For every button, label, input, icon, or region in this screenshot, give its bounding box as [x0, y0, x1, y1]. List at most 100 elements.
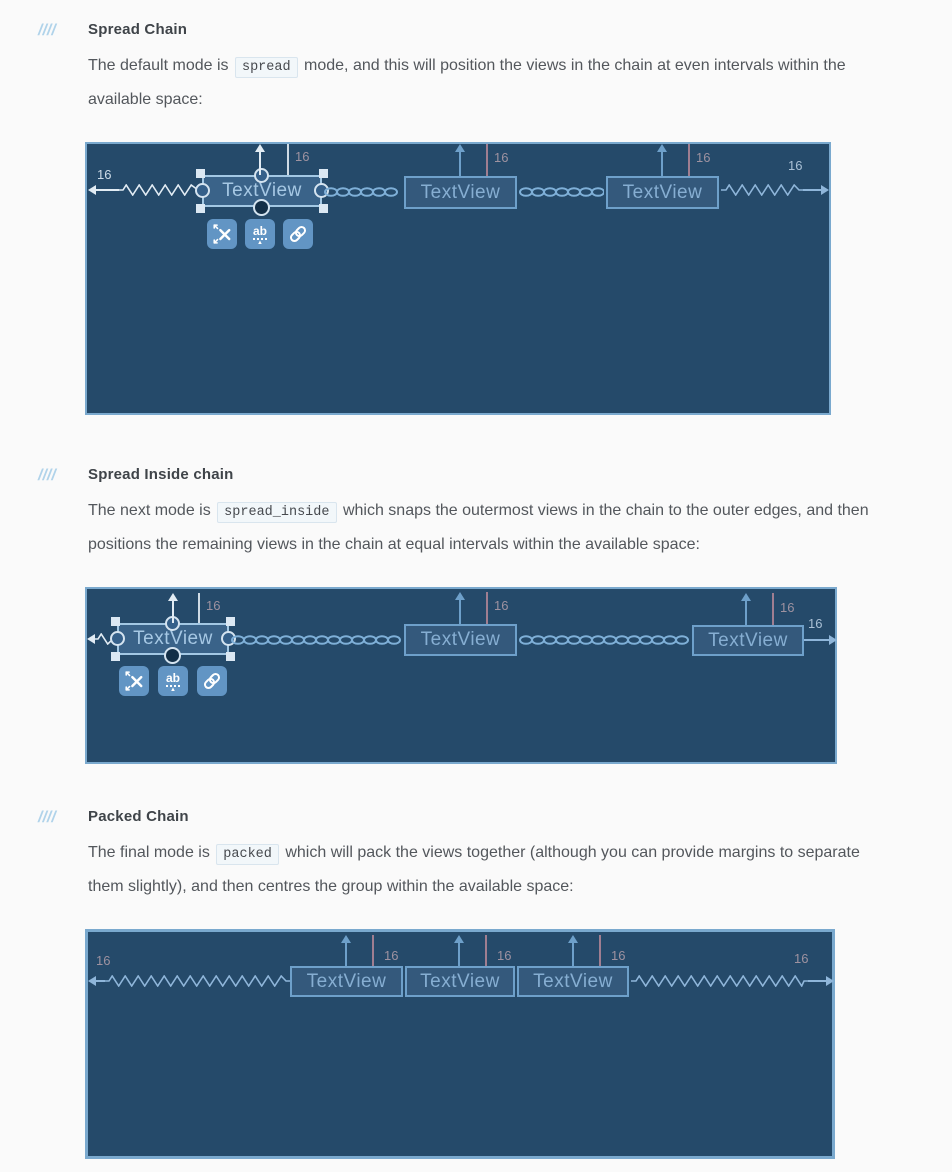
margin-label: 16 — [384, 948, 399, 963]
constraint-arrow-up-icon — [454, 935, 464, 966]
constraint-anchor — [254, 168, 269, 183]
textview-label: TextView — [420, 181, 501, 203]
textview-widget: TextView — [517, 966, 629, 997]
margin-label: 16 — [696, 150, 711, 165]
margin-label: 16 — [494, 598, 509, 613]
spring-graphic — [104, 975, 290, 987]
selection-handle — [319, 204, 328, 213]
constraint-arrow-right-icon — [826, 976, 834, 986]
layout-editor-screenshot-packed: 16 TextView TextView TextView 16 16 16 — [85, 929, 835, 1159]
constraint-arrow-up-icon — [657, 144, 667, 176]
margin-line — [485, 935, 487, 966]
inline-code: spread — [234, 57, 298, 78]
constraint-anchor — [164, 647, 181, 664]
caret-up-icon: ▲ — [257, 240, 263, 246]
textview-label: TextView — [708, 629, 788, 651]
chain-link-graphic — [231, 633, 402, 645]
para-text: The final mode is — [88, 844, 215, 861]
constraint-arrow-left-icon — [87, 634, 95, 644]
textview-label: TextView — [222, 180, 302, 201]
constraint-arrow-up-icon — [341, 935, 351, 966]
constraint-arrow-up-icon — [255, 144, 265, 175]
layout-editor-screenshot-spread: 16 TextView 16 TextView — [85, 142, 831, 415]
section-spread-inside-chain: //// Spread Inside chain The next mode i… — [0, 466, 952, 764]
selection-handle — [319, 169, 328, 178]
textview-widget: TextView — [404, 176, 517, 209]
clear-constraints-icon — [213, 224, 231, 244]
baseline-icon-text: ab — [165, 671, 180, 687]
textview-label: TextView — [306, 970, 387, 992]
chain-link-graphic — [519, 185, 605, 197]
section-heading-row: //// Packed Chain — [38, 808, 952, 828]
margin-line — [287, 144, 289, 175]
section-marker-icon: //// — [38, 809, 56, 826]
constraint-line — [95, 980, 105, 982]
inline-code: spread_inside — [217, 502, 337, 523]
constraint-arrow-right-icon — [829, 635, 837, 645]
section-spread-chain: //// Spread Chain The default mode is sp… — [0, 21, 952, 415]
textview-widget: TextView — [405, 966, 515, 997]
selection-handle — [111, 652, 120, 661]
constraint-line — [95, 189, 119, 191]
textview-widget: TextView — [692, 625, 804, 656]
clear-constraints-button — [207, 219, 237, 249]
spring-graphic — [631, 975, 808, 987]
textview-widget: TextView — [290, 966, 403, 997]
spring-graphic — [118, 184, 202, 196]
paragraph: The default mode is spread mode, and thi… — [88, 50, 880, 116]
section-marker-icon: //// — [38, 22, 56, 39]
section-heading-row: //// Spread Chain — [38, 21, 952, 41]
clear-constraints-button — [119, 666, 149, 696]
constraint-arrow-up-icon — [568, 935, 578, 966]
chain-link-graphic — [519, 633, 690, 645]
selection-handle — [226, 617, 235, 626]
textview-label: TextView — [420, 629, 501, 650]
constraint-arrow-left-icon — [88, 976, 96, 986]
section-packed-chain: //// Packed Chain The final mode is pack… — [0, 808, 952, 1159]
caret-up-icon: ▲ — [170, 687, 176, 693]
chain-link-icon — [203, 672, 221, 690]
constraint-line — [803, 189, 822, 191]
baseline-icon-text: ab — [252, 224, 267, 240]
margin-line — [198, 593, 200, 623]
para-text: mode, and this will position the views i… — [88, 57, 846, 108]
section-title: Spread Inside chain — [88, 466, 234, 483]
para-text: which will pack the views together (alth… — [88, 844, 860, 895]
constraint-line — [808, 980, 827, 982]
constraint-arrow-up-icon — [741, 593, 751, 625]
margin-line — [688, 144, 690, 176]
textview-widget: TextView — [606, 176, 719, 209]
margin-label: 16 — [206, 598, 221, 613]
constraint-arrow-up-icon — [455, 592, 465, 624]
constraint-arrow-left-icon — [88, 185, 96, 195]
para-text: The default mode is — [88, 57, 233, 74]
margin-line — [486, 592, 488, 624]
chain-button — [197, 666, 227, 696]
textview-label: TextView — [133, 628, 213, 649]
margin-label: 16 — [788, 158, 803, 173]
margin-label: 16 — [494, 150, 509, 165]
layout-editor-screenshot-spread-inside: TextView 16 TextView 16 TextView 16 16 — [85, 587, 837, 764]
section-heading-row: //// Spread Inside chain — [38, 466, 952, 486]
textview-label: TextView — [622, 181, 703, 203]
section-title: Packed Chain — [88, 808, 189, 825]
margin-label: 16 — [780, 600, 795, 615]
selection-handle — [196, 169, 205, 178]
paragraph: The final mode is packed which will pack… — [88, 837, 880, 903]
para-text: The next mode is — [88, 502, 216, 519]
para-text: which snaps the outermost views in the c… — [88, 502, 869, 553]
inline-code: packed — [216, 844, 279, 865]
section-title: Spread Chain — [88, 21, 188, 38]
margin-label: 16 — [808, 616, 823, 631]
margin-label: 16 — [611, 948, 626, 963]
constraint-anchor — [253, 199, 270, 216]
margin-label: 16 — [295, 149, 310, 164]
chain-button — [283, 219, 313, 249]
baseline-icon: ab ▲ — [252, 222, 267, 246]
margin-label: 16 — [497, 948, 512, 963]
textview-widget-selected: TextView — [110, 616, 236, 664]
margin-line — [772, 593, 774, 625]
selection-handle — [196, 204, 205, 213]
textview-label: TextView — [533, 970, 613, 992]
